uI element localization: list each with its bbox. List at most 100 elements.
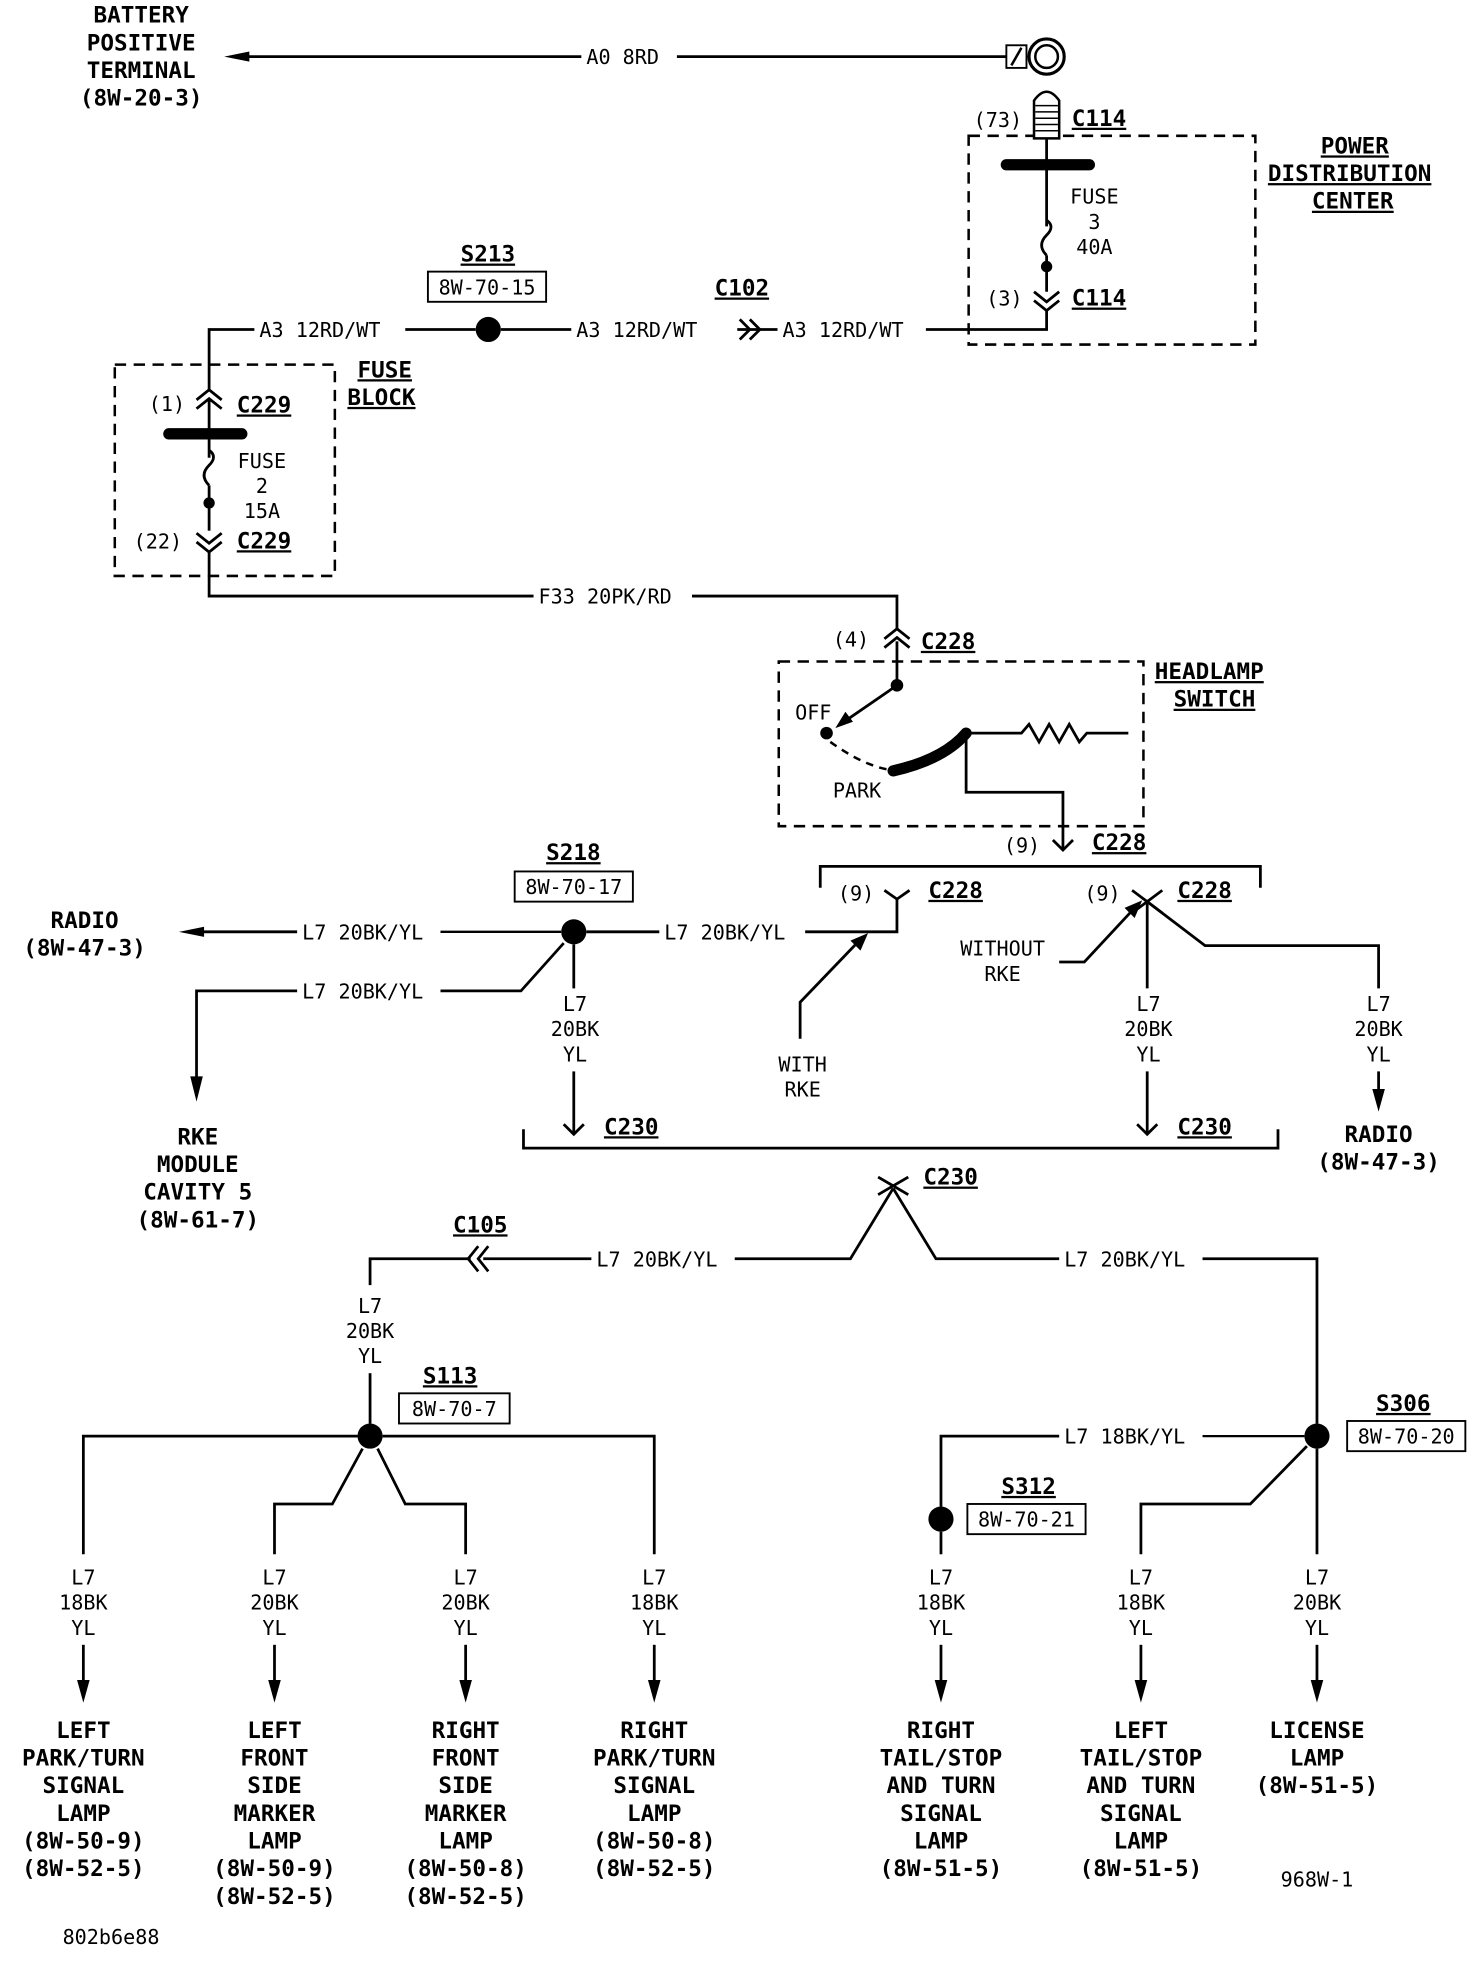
- connector-icon: [877, 1175, 909, 1196]
- without-rke-wire-2: 20BK: [1124, 1017, 1173, 1041]
- radio-left-label-1: RADIO: [51, 908, 119, 934]
- rke-label-3: CAVITY 5: [143, 1180, 252, 1206]
- arrow-down-icon: [459, 1680, 472, 1703]
- lamp-wire-label: YL: [71, 1616, 95, 1640]
- ring-terminal-icon: [1005, 37, 1066, 76]
- c114-top-label: C114: [1072, 106, 1127, 132]
- wire-label-rke: L7 20BK/YL: [302, 979, 423, 1003]
- c105-down-wire-3: YL: [358, 1344, 382, 1368]
- s218-down-wire-3: YL: [563, 1042, 587, 1066]
- lamp-label: LAMP: [438, 1829, 493, 1855]
- pdc-title-3: CENTER: [1312, 189, 1394, 215]
- arrow-down-icon: [1134, 1680, 1148, 1703]
- fuse2-rating: 15A: [244, 499, 280, 523]
- lamp-label: LAMP: [627, 1801, 681, 1827]
- fuse-block: FUSE BLOCK (1) C229 FUSE 2 15A (22) C229: [113, 357, 416, 578]
- fuse-icon: [1040, 218, 1053, 257]
- lamp-label: LEFT: [56, 1718, 111, 1744]
- lamp-branch: L718BKYLLEFTPARK/TURNSIGNALLAMP(8W-50-9)…: [22, 1565, 145, 1882]
- c229-bottom-label: C229: [237, 528, 291, 554]
- lamp-wire-label: L7: [642, 1565, 666, 1589]
- lamp-label: MARKER: [234, 1801, 316, 1827]
- option-with-rke: (9) C228 WITH RKE: [778, 878, 982, 1102]
- lamp-wire-label: 18BK: [1117, 1591, 1166, 1615]
- fuse-block-title-1: FUSE: [357, 357, 412, 383]
- s213-ref: 8W-70-15: [439, 275, 536, 299]
- lamp-wire-label: YL: [454, 1616, 478, 1640]
- headlamp-title-2: SWITCH: [1174, 687, 1256, 713]
- s213-label: S213: [461, 242, 515, 268]
- wire-label-c105-in: L7 20BK/YL: [596, 1247, 717, 1271]
- lamp-wire-label: 18BK: [59, 1591, 108, 1615]
- arrow-left-icon: [224, 51, 250, 62]
- c230-right-label: C230: [1177, 1114, 1232, 1140]
- wire-label-s218-in: L7 20BK/YL: [664, 920, 785, 944]
- arrow-down-icon: [1310, 1680, 1324, 1703]
- s218-down-wire-1: L7: [563, 992, 587, 1016]
- option-bracket: [818, 865, 1262, 888]
- battery-positive-terminal: BATTERY POSITIVE TERMINAL (8W-20-3): [80, 3, 203, 112]
- c228-in-pin: (4): [833, 627, 869, 651]
- arrow-down-icon: [562, 1123, 585, 1137]
- headlamp-title-1: HEADLAMP: [1155, 659, 1264, 685]
- c114-bottom-pin: (3): [986, 287, 1022, 311]
- splice-s218-group: S218 8W-70-17 L7 20BK/YL L7 20BK/YL RADI…: [23, 840, 785, 1233]
- lamp-label: PARK/TURN: [22, 1746, 145, 1772]
- arrow-down-icon: [190, 1076, 203, 1102]
- lamp-label: (8W-50-9): [22, 1829, 145, 1855]
- battery-label-3: TERMINAL: [87, 58, 196, 84]
- fuse3-number: 3: [1088, 210, 1100, 234]
- lamp-wire-label: YL: [262, 1616, 286, 1640]
- c228-out-pin: (9): [1004, 834, 1040, 858]
- image-code: 802b6e88: [63, 1925, 160, 1949]
- lamp-wire-label: L7: [1129, 1565, 1153, 1589]
- lamp-label: SIGNAL: [900, 1801, 982, 1827]
- pdc-title-2: DISTRIBUTION: [1268, 161, 1431, 187]
- arrow-down-icon: [1051, 839, 1074, 853]
- arrow-down-icon: [1136, 1123, 1159, 1137]
- lamp-label: SIDE: [247, 1773, 302, 1799]
- fuse3-rating: 40A: [1076, 235, 1112, 259]
- headlamp-switch: (4) C228 HEADLAMP SWITCH OFF PARK (9) C2…: [777, 626, 1264, 858]
- c228-out-label: C228: [1092, 830, 1147, 856]
- lamp-wire-label: YL: [1305, 1616, 1329, 1640]
- rke-label-1: RKE: [177, 1124, 218, 1150]
- radio-right-wire-1: L7: [1366, 992, 1390, 1016]
- lamp-label: LICENSE: [1269, 1718, 1364, 1744]
- c105-down-wire-2: 20BK: [346, 1319, 395, 1343]
- s218-label: S218: [546, 840, 601, 866]
- lamp-label: FRONT: [432, 1746, 500, 1772]
- lamp-label: FRONT: [240, 1746, 308, 1772]
- splice-s218: [561, 919, 587, 945]
- lamp-wire-label: 20BK: [250, 1591, 299, 1615]
- lamp-label: (8W-50-8): [593, 1829, 716, 1855]
- s218-down-wire-2: 20BK: [551, 1017, 600, 1041]
- splice-s213: [475, 316, 501, 343]
- lamp-label: LAMP: [1114, 1829, 1168, 1855]
- c105-down-wire-1: L7: [358, 1294, 382, 1318]
- arrow-left-icon: [178, 926, 205, 937]
- lamp-label: TAIL/STOP: [880, 1746, 1003, 1772]
- s306-label: S306: [1376, 1391, 1431, 1417]
- arrow-down-icon: [934, 1680, 948, 1703]
- park-contact: [887, 727, 972, 777]
- switch-pos-park: PARK: [833, 778, 882, 802]
- lamp-label: RIGHT: [432, 1718, 500, 1744]
- c105-label: C105: [453, 1212, 508, 1238]
- lamp-label: (8W-51-5): [1256, 1773, 1379, 1799]
- with-rke-c228: C228: [928, 878, 982, 904]
- connector-icon: [195, 388, 223, 410]
- switch-pos-off: OFF: [795, 700, 831, 724]
- battery-label-1: BATTERY: [94, 3, 190, 29]
- wire-a3: A3 12RD/WT C102 A3 12RD/WT S213 8W-70-15…: [207, 242, 904, 390]
- lamp-label: SIGNAL: [42, 1773, 124, 1799]
- c102-connector-icon: [738, 318, 762, 341]
- c114-bottom-label: C114: [1072, 286, 1127, 312]
- lamp-wire-label: 18BK: [917, 1591, 966, 1615]
- splice-s306: [1304, 1423, 1330, 1449]
- lamp-label: (8W-50-9): [213, 1856, 336, 1882]
- lamp-label: LAMP: [1290, 1746, 1345, 1772]
- lamp-branch: L718BKYLRIGHTPARK/TURNSIGNALLAMP(8W-50-8…: [593, 1565, 716, 1882]
